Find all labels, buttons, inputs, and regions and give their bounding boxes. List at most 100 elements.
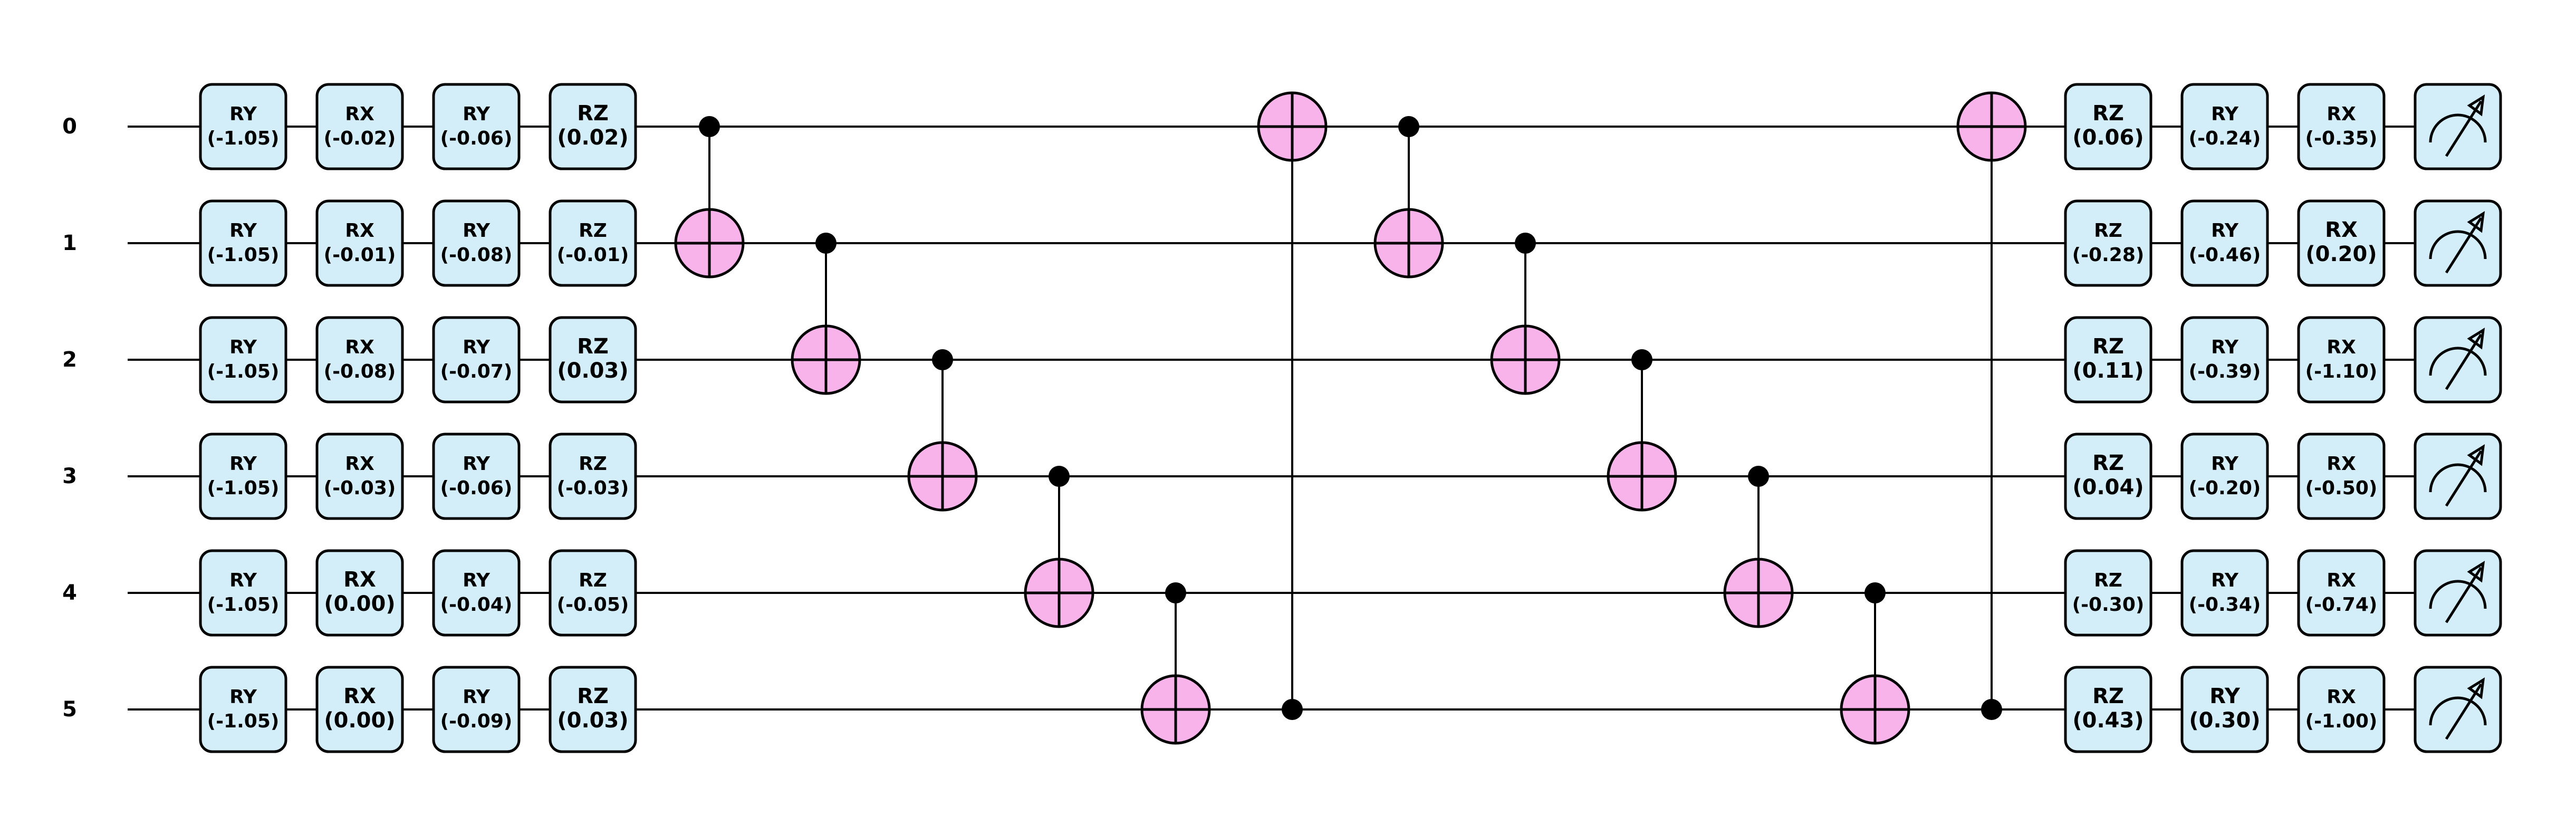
layer-3-rotation: RZ(0.02)RZ(-0.01)RZ(0.03)RZ(-0.03)RZ(-0.… <box>549 83 637 753</box>
rotation-gate-ry: RY(-0.04) <box>432 549 521 637</box>
gate-box <box>549 83 637 170</box>
gate-box <box>315 666 404 753</box>
gate-box <box>199 83 287 170</box>
meter-arc <box>2429 347 2487 376</box>
meter-arrowhead <box>2467 94 2485 117</box>
qubit-label-5: 5 <box>62 697 77 722</box>
measure-box <box>2414 549 2502 637</box>
gate-box <box>549 549 637 637</box>
rotation-gate-ry: RY (-1.05) <box>199 549 287 637</box>
gate-parameter: (-0.08) <box>440 244 513 266</box>
gate-parameter: (0.03) <box>557 359 628 383</box>
gate-name: RY <box>463 570 491 591</box>
rotation-gate-ry: RY(-0.07) <box>432 316 521 404</box>
gate-parameter: (-0.05) <box>557 594 629 616</box>
rotation-gate-ry: RY(-0.06) <box>432 433 521 520</box>
cnot-control-dot <box>1165 582 1186 603</box>
cnot-target-icon <box>1607 441 1677 512</box>
cnot-control-dot <box>1981 699 2002 720</box>
gate-box <box>2180 433 2269 520</box>
gate-name: RY <box>2209 684 2241 708</box>
gate-box <box>2297 433 2386 520</box>
gate-box <box>2064 666 2152 753</box>
rotation-gate-ry: RY(-1.05) <box>199 316 287 404</box>
gate-name: RZ <box>2094 570 2122 591</box>
layer-10-cnot <box>1373 116 1444 279</box>
gate-box <box>2180 316 2269 404</box>
gate-parameter: (-0.06) <box>440 477 513 499</box>
gate-parameter: (-0.20) <box>2189 477 2261 499</box>
layer-18-rotation: RX(-0.35)RX(0.20)RX(-1.10)RX(-0.50)RX(-0… <box>2297 83 2386 753</box>
gate-box <box>2064 83 2152 170</box>
rotation-gate-rz: RZ(-0.01) <box>549 199 637 287</box>
gate-parameter: (-0.35) <box>2305 128 2378 149</box>
cnot-target-icon <box>1956 91 2027 162</box>
gate-parameter: (-1.05) <box>207 128 280 149</box>
gate-parameter: (0.04) <box>2072 475 2144 500</box>
cnot-target-icon <box>1490 324 1561 395</box>
layer-9-cnot <box>1257 91 1328 720</box>
gate-name: RZ <box>579 453 607 475</box>
layer-12-cnot <box>1607 349 1677 512</box>
gate-parameter: (-0.24) <box>2189 128 2261 149</box>
gate-box <box>2064 433 2152 520</box>
measurement-meter-icon <box>2414 316 2502 404</box>
gate-name: RX <box>343 568 376 592</box>
cnot-target-icon <box>674 208 745 279</box>
gate-name: RZ <box>579 220 607 242</box>
gate-parameter: (-0.08) <box>324 361 396 382</box>
gate-name: RY <box>229 453 257 475</box>
gate-name: RY <box>463 220 491 242</box>
gate-parameter: (-0.02) <box>324 128 396 149</box>
gate-name: RY <box>2211 220 2239 242</box>
gate-box <box>432 666 521 753</box>
rotation-gate-ry: RY(-0.06) <box>432 83 521 170</box>
layer-7-cnot <box>1024 466 1094 628</box>
rotation-gate-rz: RZ(-0.03) <box>549 433 637 520</box>
cnot-control-dot <box>1631 349 1652 370</box>
cnot-target-icon <box>907 441 978 512</box>
rotation-gate-rx: RX(-1.00) <box>2297 666 2386 753</box>
cnot-control-dot <box>699 116 720 137</box>
rotation-gate-ry: RY(-1.05) <box>199 433 287 520</box>
gate-box <box>199 666 287 753</box>
gate-box <box>2064 549 2152 637</box>
gate-box <box>2297 666 2386 753</box>
rotation-gate-rx: RX(0.20) <box>2297 199 2386 287</box>
rotation-gate-rz: RZ(-0.30) <box>2064 549 2152 637</box>
meter-arc <box>2429 696 2487 726</box>
cnot-target-icon <box>1373 208 1444 279</box>
rotation-gate-ry: RY(-1.05) <box>199 83 287 170</box>
gate-box <box>2297 316 2386 404</box>
gate-box <box>315 316 404 404</box>
gate-name: RY <box>2211 453 2239 475</box>
gate-name: RZ <box>2092 101 2124 126</box>
gate-parameter: (-1.05) <box>207 594 280 616</box>
cnot-control-dot <box>1748 466 1769 487</box>
gate-parameter: (0.20) <box>2305 242 2377 266</box>
meter-arc <box>2429 463 2487 493</box>
gate-parameter: (-0.50) <box>2305 477 2378 499</box>
cnot-target-icon <box>791 324 861 395</box>
cnot-control-dot <box>815 233 837 254</box>
layer-2-rotation: RY(-0.06)RY(-0.08)RY(-0.07)RY(-0.06)RY(-… <box>432 83 521 753</box>
gate-name: RZ <box>579 570 607 591</box>
gate-parameter: (0.11) <box>2072 359 2144 383</box>
layer-14-cnot <box>1840 582 1910 745</box>
gate-parameter: (-1.05) <box>207 361 280 382</box>
layer-0-rotation: RY(-1.05)RY(-1.05)RY(-1.05)RY(-1.05)RY(-… <box>199 83 287 753</box>
gate-box <box>2180 199 2269 287</box>
gate-box <box>199 199 287 287</box>
cnot-target-icon <box>1140 674 1211 745</box>
gate-parameter: (0.30) <box>2189 708 2260 733</box>
gate-parameter: (-0.34) <box>2189 594 2261 616</box>
meter-arrowhead <box>2467 328 2485 350</box>
rotation-gate-ry: RY(-0.09) <box>432 666 521 753</box>
meter-arc <box>2429 580 2487 609</box>
gate-parameter: (-1.00) <box>2305 711 2378 732</box>
gate-parameter: (0.00) <box>324 592 395 616</box>
gate-name: RY <box>229 570 257 591</box>
gate-parameter: (-0.06) <box>440 128 513 149</box>
qubit-label-3: 3 <box>62 464 77 488</box>
gate-parameter: (-0.03) <box>324 477 396 499</box>
